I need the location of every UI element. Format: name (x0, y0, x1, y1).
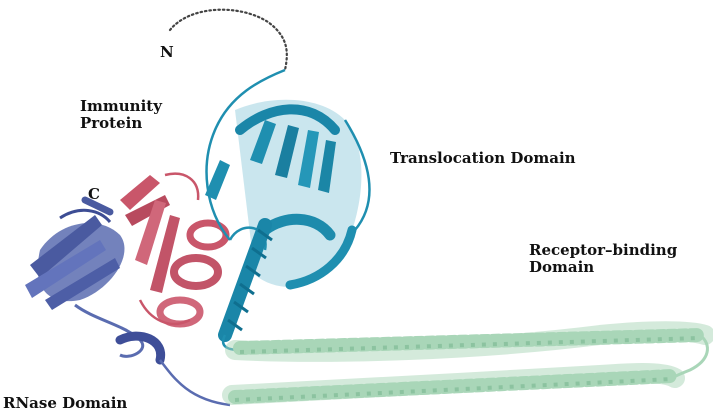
immunity-protein-label: Immunity Protein (80, 98, 162, 132)
translocation-domain-label: Translocation Domain (390, 150, 576, 167)
receptor-binding-domain-label: Receptor–binding Domain (529, 242, 677, 276)
receptor-label-line1: Receptor–binding (529, 242, 677, 259)
rnase-domain-ribbon (25, 200, 230, 405)
c-terminus-label: C (88, 186, 100, 203)
receptor-label-line2: Domain (529, 259, 677, 276)
translocation-domain-ribbon (205, 70, 369, 350)
receptor-binding-domain-ribbon (232, 331, 707, 400)
immunity-label-line1: Immunity (80, 98, 162, 115)
n-terminus-label: N (160, 44, 174, 61)
immunity-label-line2: Protein (80, 115, 162, 132)
n-terminal-dotted-tail (170, 10, 287, 70)
rnase-domain-label: RNase Domain (3, 395, 127, 412)
